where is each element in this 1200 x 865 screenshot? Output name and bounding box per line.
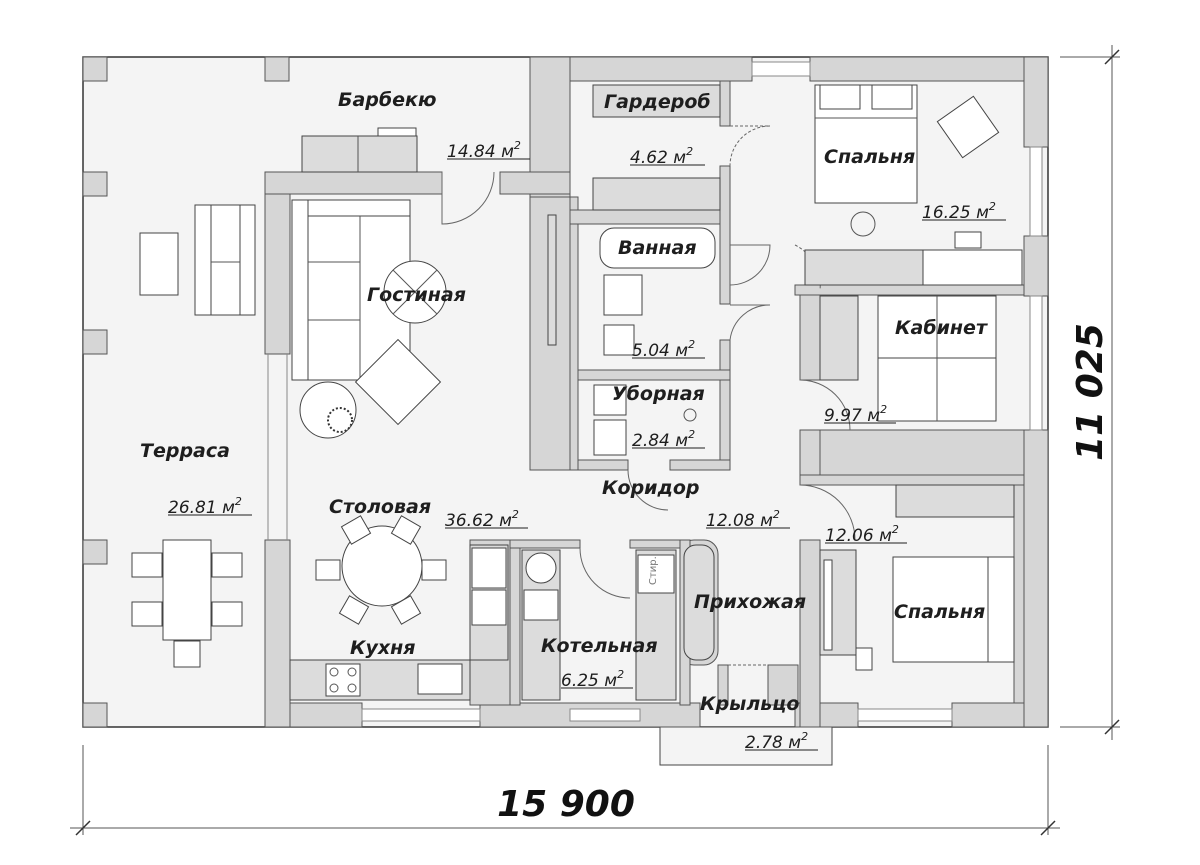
- svg-text:16.25 м2: 16.25 м2: [922, 200, 996, 223]
- room-bathroom-name: Ванная: [618, 237, 697, 259]
- room-bedroom1-name: Спальня: [824, 146, 915, 168]
- room-corridor-area: 12.08 м2: [706, 508, 790, 531]
- washer-label: Стир.: [648, 556, 659, 585]
- room-porch-area: 2.78 м2: [745, 730, 818, 753]
- svg-text:2.84 м2: 2.84 м2: [632, 428, 695, 451]
- width-dimension: 15 900: [497, 784, 635, 825]
- room-terrace-area: 26.81 м2: [168, 495, 252, 518]
- room-barbecue-name: Барбекю: [338, 89, 436, 111]
- svg-text:12.08 м2: 12.08 м2: [706, 508, 780, 531]
- furniture: Стир.: [131, 84, 1023, 701]
- room-corridor-name: Коридор: [602, 477, 700, 499]
- svg-text:12.06 м2: 12.06 м2: [825, 523, 899, 546]
- svg-text:2.78 м2: 2.78 м2: [745, 730, 808, 753]
- room-terrace-name: Терраса: [140, 440, 230, 462]
- room-wardrobe-name: Гардероб: [604, 91, 711, 113]
- area-labels: 14.84 м2 4.62 м2 16.25 м2 5.04 м2 9.97 м…: [168, 139, 1006, 753]
- svg-text:5.04 м2: 5.04 м2: [632, 338, 695, 361]
- windows: [267, 61, 1043, 722]
- room-toilet-area: 2.84 м2: [632, 428, 705, 451]
- room-study-area: 9.97 м2: [824, 403, 896, 426]
- room-hall-name: Прихожая: [694, 591, 806, 613]
- svg-text:26.81 м2: 26.81 м2: [168, 495, 242, 518]
- room-bedroom2-area: 12.06 м2: [825, 523, 907, 546]
- room-dining-name: Столовая: [329, 496, 431, 518]
- room-boiler-area: 6.25 м2: [561, 668, 633, 691]
- svg-text:36.62 м2: 36.62 м2: [445, 508, 519, 531]
- dimension-lines: 15 900 11 025: [70, 45, 1120, 836]
- room-kitchen-name: Кухня: [350, 637, 416, 659]
- room-bathroom-area: 5.04 м2: [632, 338, 705, 361]
- svg-text:9.97 м2: 9.97 м2: [824, 403, 887, 426]
- room-barbecue-area: 14.84 м2: [447, 139, 530, 162]
- room-wardrobe-area: 4.62 м2: [630, 145, 705, 168]
- svg-text:14.84 м2: 14.84 м2: [447, 139, 521, 162]
- room-toilet-name: Уборная: [612, 383, 705, 405]
- height-dimension: 11 025: [1070, 323, 1111, 461]
- room-living-name: Гостиная: [367, 284, 466, 306]
- svg-text:6.25 м2: 6.25 м2: [561, 668, 624, 691]
- room-labels: Барбекю Гардероб Спальня Ванная Гостиная…: [140, 89, 988, 715]
- svg-text:4.62 м2: 4.62 м2: [630, 145, 693, 168]
- room-bedroom2-name: Спальня: [894, 601, 985, 623]
- room-porch-name: Крыльцо: [700, 693, 799, 715]
- room-boiler-name: Котельная: [541, 635, 658, 657]
- room-bedroom1-area: 16.25 м2: [922, 200, 1006, 223]
- room-dining-area: 36.62 м2: [445, 508, 528, 531]
- room-study-name: Кабинет: [895, 317, 988, 339]
